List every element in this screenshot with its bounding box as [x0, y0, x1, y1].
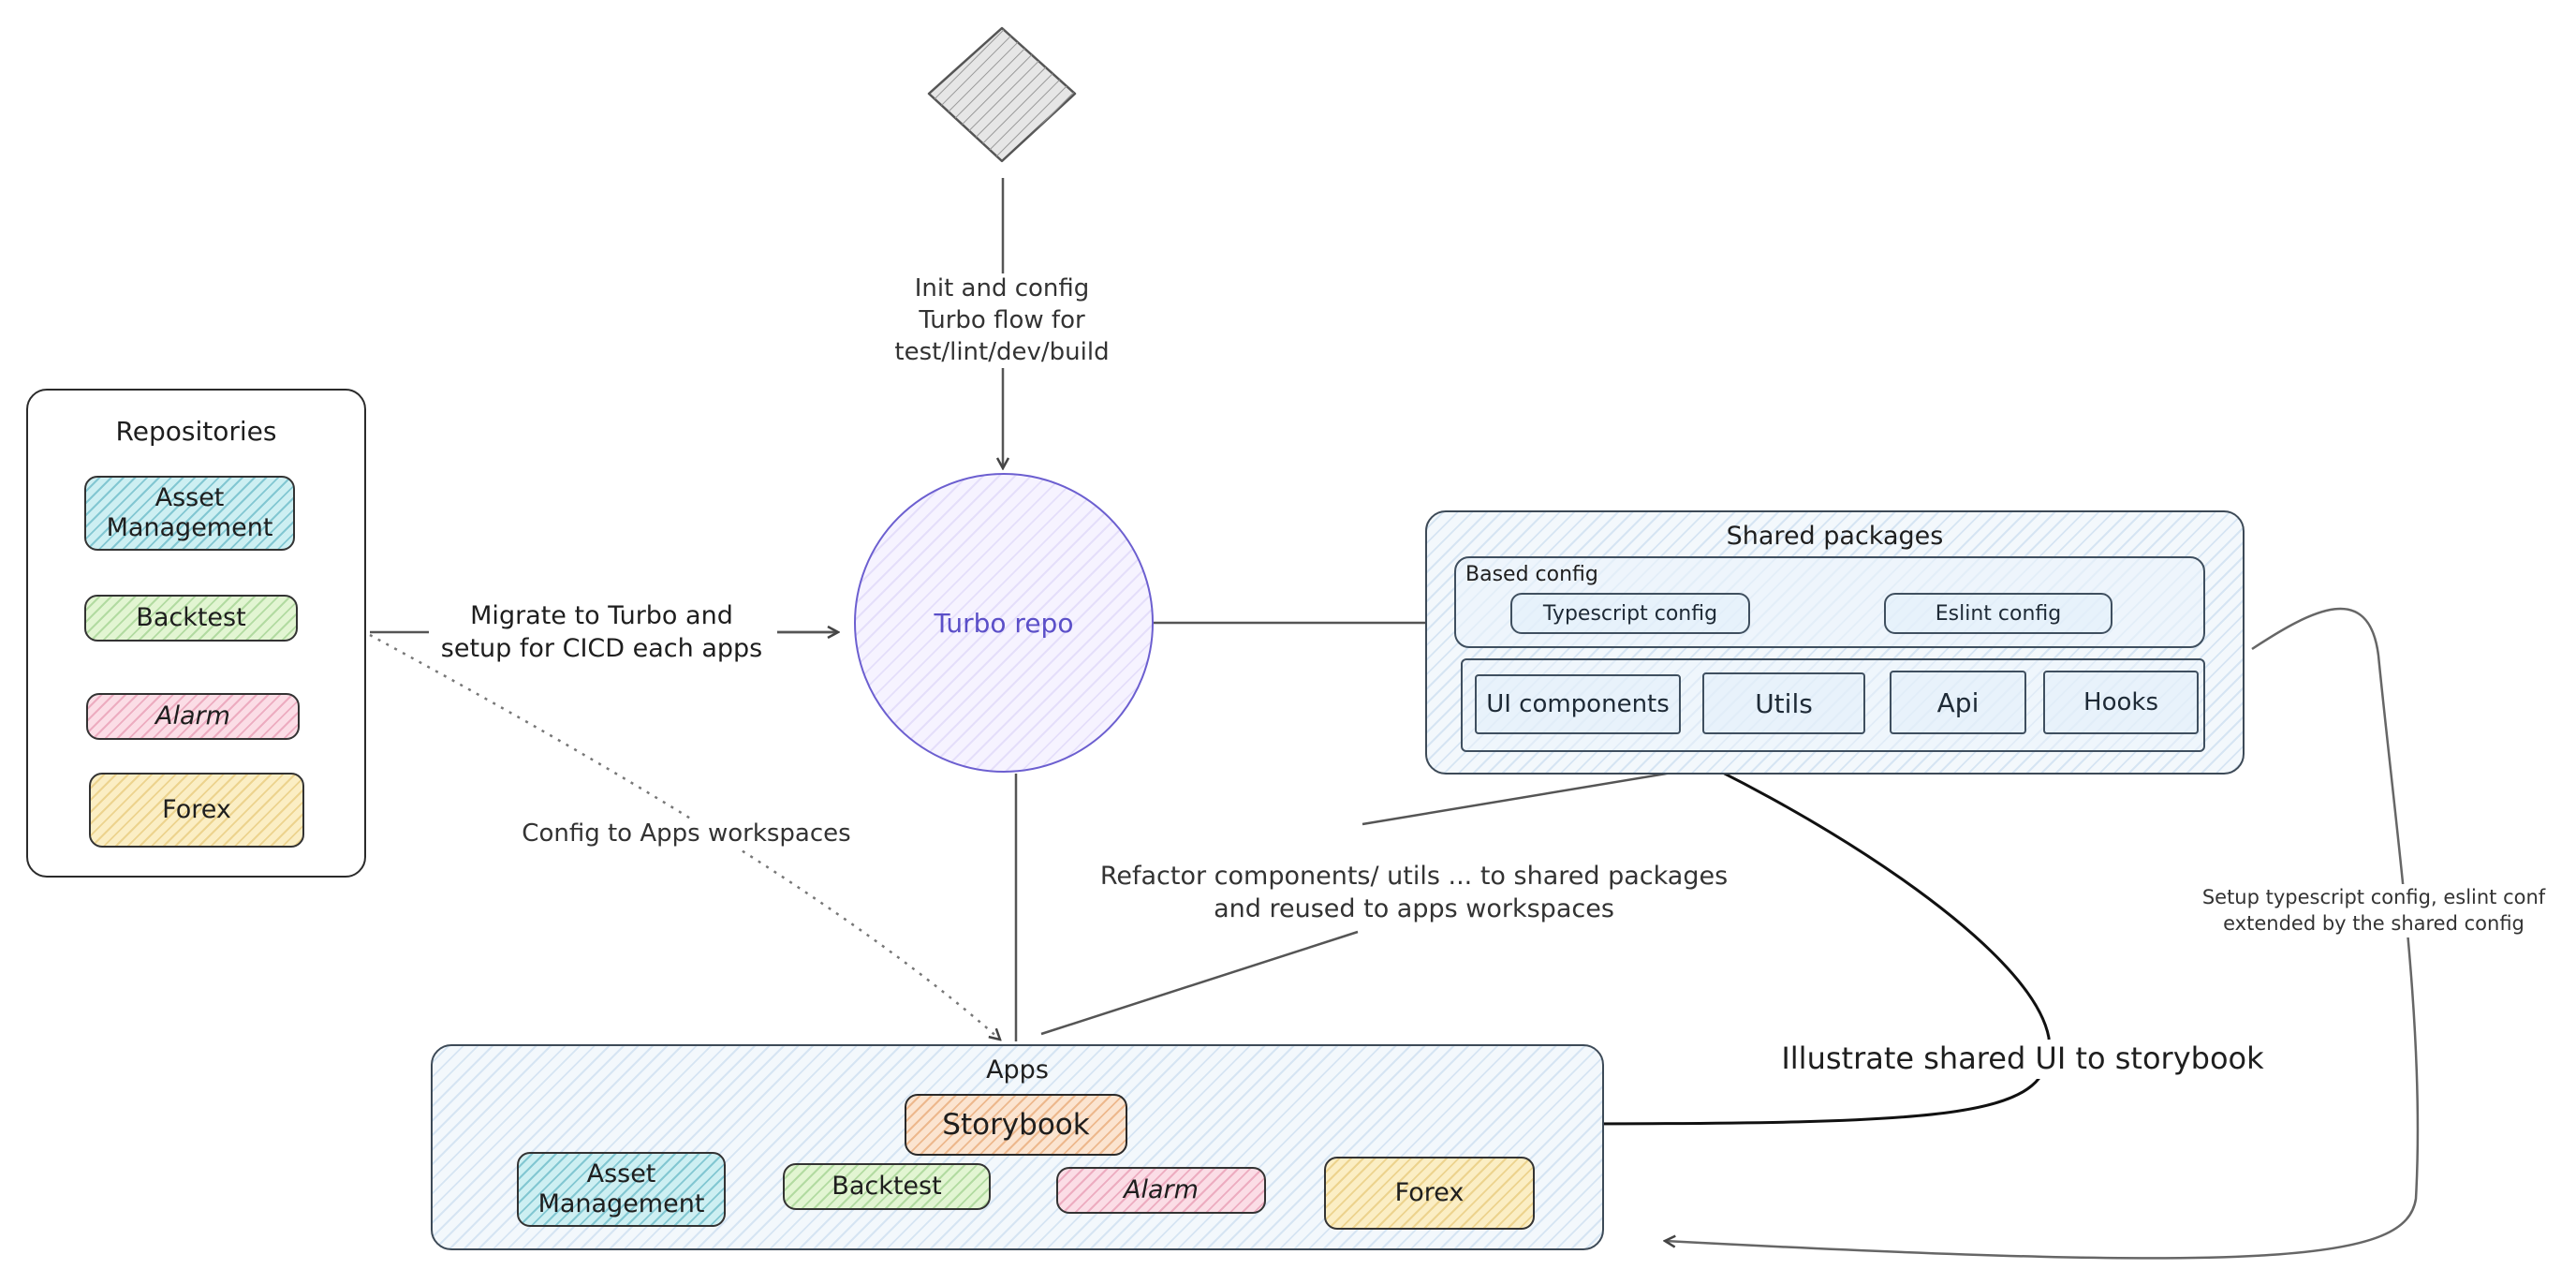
- repo-asset-management-label: Asset Management: [106, 483, 273, 542]
- api-node[interactable]: Api: [1890, 671, 2026, 734]
- app-forex-label: Forex: [1394, 1178, 1465, 1208]
- storybook-node[interactable]: Storybook: [905, 1094, 1127, 1156]
- edge-label-refactor: Refactor components/ utils ... to shared…: [1067, 860, 1760, 926]
- start-diamond: [927, 26, 1077, 163]
- app-asset-management[interactable]: Asset Management: [517, 1152, 726, 1227]
- app-alarm-label: Alarm: [1124, 1175, 1199, 1205]
- edge-label-init: Init and config Turbo flow for test/lint…: [861, 273, 1142, 369]
- edge-label-storybook: Illustrate shared UI to storybook: [1760, 1040, 2285, 1079]
- turbo-repo-node[interactable]: Turbo repo: [854, 473, 1154, 773]
- edge-label-config-apps: Config to Apps workspaces: [513, 819, 860, 850]
- repo-asset-management[interactable]: Asset Management: [84, 476, 295, 551]
- storybook-label: Storybook: [942, 1107, 1090, 1142]
- typescript-config-node[interactable]: Typescript config: [1510, 593, 1750, 634]
- app-backtest[interactable]: Backtest: [783, 1163, 991, 1210]
- edge-label-migrate: Migrate to Turbo and setup for CICD each…: [440, 601, 763, 664]
- ui-components-label: UI components: [1486, 690, 1670, 718]
- repo-alarm-label: Alarm: [155, 701, 230, 731]
- hooks-node[interactable]: Hooks: [2043, 671, 2199, 734]
- app-alarm[interactable]: Alarm: [1056, 1167, 1266, 1214]
- repo-forex[interactable]: Forex: [89, 773, 304, 848]
- hooks-label: Hooks: [2083, 688, 2158, 716]
- repo-forex-label: Forex: [162, 795, 231, 825]
- shared-packages-title: Shared packages: [1726, 522, 1944, 551]
- app-backtest-label: Backtest: [832, 1172, 942, 1202]
- repo-alarm[interactable]: Alarm: [86, 693, 300, 740]
- ui-components-node[interactable]: UI components: [1475, 674, 1681, 734]
- edge-storybook: [1166, 731, 2051, 1125]
- utils-label: Utils: [1755, 687, 1813, 719]
- repo-backtest[interactable]: Backtest: [84, 595, 298, 642]
- edge-setup: [1665, 607, 2420, 1260]
- edge-label-setup: Setup typescript config, eslint conf ext…: [2191, 884, 2556, 937]
- utils-node[interactable]: Utils: [1702, 672, 1865, 734]
- eslint-config-node[interactable]: Eslint config: [1884, 593, 2112, 634]
- apps-title: Apps: [986, 1055, 1049, 1085]
- based-config-title: Based config: [1465, 563, 1598, 586]
- repo-backtest-label: Backtest: [136, 603, 246, 633]
- repositories-panel: Repositories: [26, 389, 366, 878]
- repositories-title: Repositories: [115, 416, 277, 447]
- app-forex[interactable]: Forex: [1324, 1157, 1535, 1230]
- eslint-config-label: Eslint config: [1935, 601, 2062, 626]
- api-label: Api: [1936, 686, 1980, 718]
- app-asset-management-label: Asset Management: [537, 1159, 705, 1218]
- typescript-config-label: Typescript config: [1542, 601, 1718, 626]
- turbo-repo-label: Turbo repo: [934, 607, 1074, 639]
